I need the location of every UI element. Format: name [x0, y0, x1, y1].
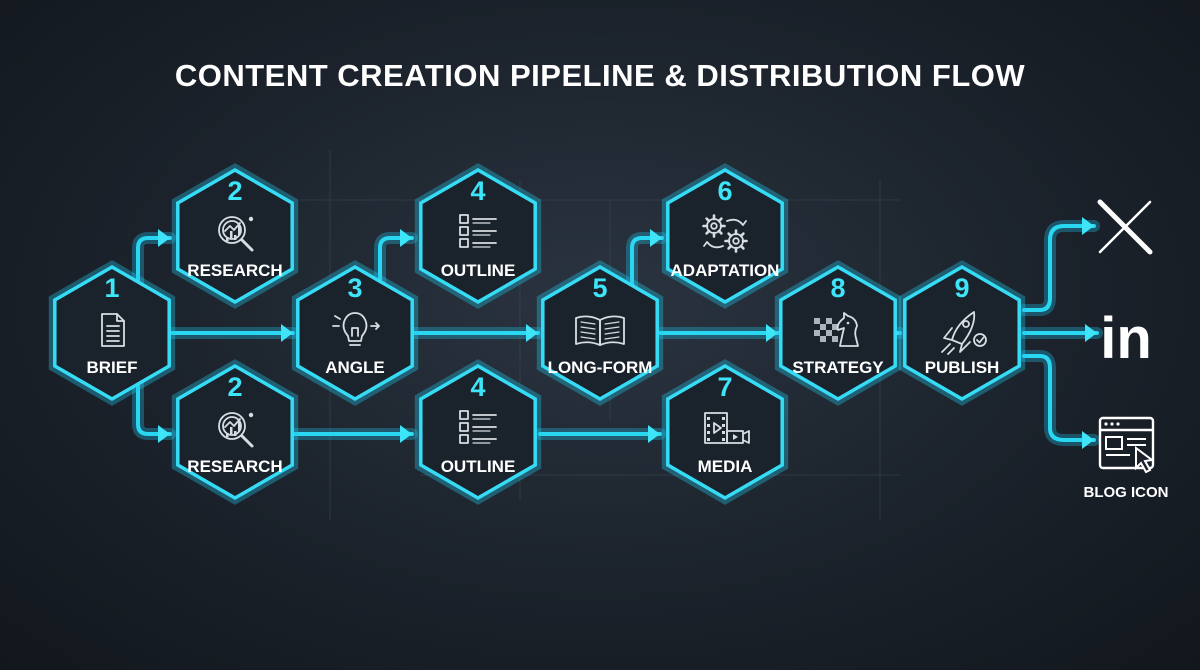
node-hexagon — [296, 264, 414, 402]
arrowhead — [1085, 324, 1097, 342]
connector-glow — [1018, 220, 1100, 316]
node-hexagon — [903, 264, 1021, 402]
connector-glow — [626, 232, 668, 292]
arrowhead — [400, 425, 412, 443]
page-title: CONTENT CREATION PIPELINE & DISTRIBUTION… — [174, 58, 1026, 93]
document-icon — [101, 313, 125, 347]
arrowhead — [158, 425, 170, 443]
arrowhead — [648, 425, 660, 443]
linkedin-output[interactable]: in — [1100, 306, 1152, 371]
node-layer: 1BRIEF2RESEARCH2RESEARCH3ANGLE4OUTLINE4O… — [48, 163, 1026, 505]
node-hexagon — [419, 363, 537, 501]
node-label: RESEARCH — [187, 261, 282, 280]
chess-knight-icon — [814, 312, 859, 347]
node-hexagon — [666, 167, 784, 305]
node-number: 4 — [470, 372, 485, 402]
arrowhead — [281, 324, 293, 342]
browser-cursor-icon — [1098, 416, 1155, 474]
node-label: LONG-FORM — [548, 358, 653, 377]
open-book-icon — [575, 315, 625, 346]
node-number: 3 — [347, 273, 362, 303]
node-number: 2 — [227, 176, 242, 206]
connector-line — [1022, 354, 1096, 442]
node-hexagon — [419, 167, 537, 305]
node-label: PUBLISH — [925, 358, 1000, 377]
rocket-icon — [941, 311, 987, 355]
node-label: OUTLINE — [441, 261, 516, 280]
connector-glow — [1018, 350, 1100, 446]
connector-line — [1022, 224, 1096, 312]
node-label: ANGLE — [325, 358, 385, 377]
node-label: BRIEF — [87, 358, 138, 377]
arrowhead — [1082, 217, 1094, 235]
blog-output[interactable]: BLOG ICON — [1084, 416, 1169, 501]
node-number: 9 — [954, 273, 969, 303]
node-label: STRATEGY — [792, 358, 884, 377]
arrowhead — [526, 324, 538, 342]
lightbulb-icon — [332, 312, 380, 346]
node-label: ADAPTATION — [671, 261, 780, 280]
connector-line — [136, 378, 172, 436]
connector-line — [136, 236, 172, 288]
arrowhead — [1082, 431, 1094, 449]
node-number: 6 — [717, 176, 732, 206]
connector-line — [630, 236, 664, 288]
checklist-icon — [459, 214, 497, 248]
arrowhead — [650, 229, 662, 247]
node-number: 2 — [227, 372, 242, 402]
arrowhead — [400, 229, 412, 247]
video-film-icon — [704, 412, 750, 444]
blog-output-label: BLOG ICON — [1084, 484, 1169, 501]
checklist-icon — [459, 410, 497, 444]
node-number: 8 — [830, 273, 845, 303]
node-label: MEDIA — [698, 457, 753, 476]
connector-lines — [132, 217, 1103, 449]
node-number: 1 — [104, 273, 119, 303]
magnifier-chart-icon — [218, 412, 254, 448]
node-hexagon — [53, 264, 171, 402]
node-number: 4 — [470, 176, 485, 206]
magnifier-chart-icon — [218, 216, 254, 252]
arrowhead — [766, 324, 778, 342]
node-number: 5 — [592, 273, 607, 303]
node-number: 7 — [717, 372, 732, 402]
node-label: RESEARCH — [187, 457, 282, 476]
x-output[interactable] — [1097, 199, 1153, 255]
connector-line — [378, 236, 414, 288]
x-logo-icon — [1097, 199, 1153, 255]
linkedin-logo-icon: in — [1100, 306, 1152, 371]
arrowhead — [158, 229, 170, 247]
node-label: OUTLINE — [441, 457, 516, 476]
gears-cycle-icon — [702, 214, 748, 253]
node-hexagon — [779, 264, 897, 402]
